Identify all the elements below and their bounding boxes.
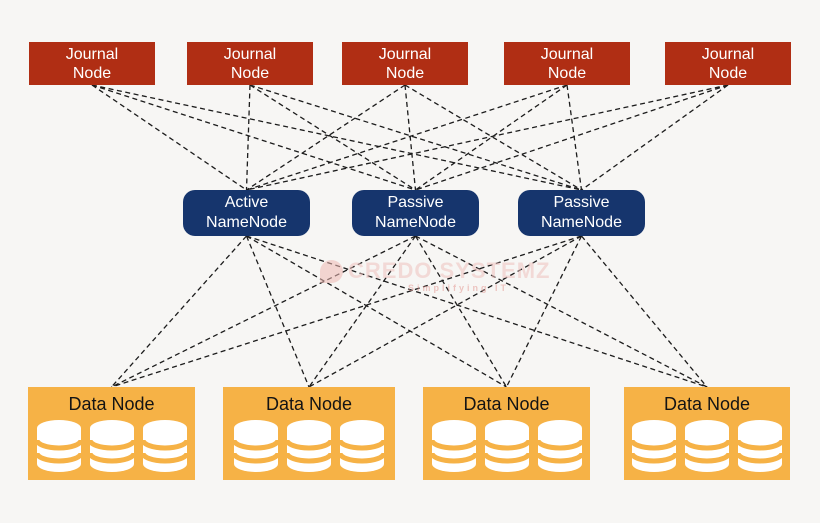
disk-row — [631, 419, 783, 473]
namenode-label: NameNode — [206, 213, 287, 233]
connector-line — [416, 85, 729, 190]
passive-namenode-1: Passive NameNode — [352, 190, 479, 236]
connector-line — [567, 85, 582, 190]
namenode-label: Passive — [387, 193, 443, 213]
connector-line — [582, 85, 729, 190]
database-icon — [339, 419, 385, 473]
data-node-4: Data Node — [624, 387, 790, 480]
database-icon — [431, 419, 477, 473]
journal-node-label: Journal — [224, 45, 276, 64]
connector-line — [250, 85, 416, 190]
connector-line — [309, 236, 416, 387]
database-icon — [537, 419, 583, 473]
connector-line — [309, 236, 582, 387]
journal-node-2: Journal Node — [187, 42, 313, 85]
connector-line — [405, 85, 582, 190]
database-icon — [737, 419, 783, 473]
data-node-1: Data Node — [28, 387, 195, 480]
journal-node-label: Journal — [379, 45, 431, 64]
data-node-label: Data Node — [463, 394, 549, 414]
connector-line — [247, 236, 310, 387]
database-icon — [484, 419, 530, 473]
active-namenode: Active NameNode — [183, 190, 310, 236]
database-icon — [631, 419, 677, 473]
data-node-label: Data Node — [68, 394, 154, 414]
connector-line — [92, 85, 582, 190]
connector-line — [92, 85, 247, 190]
data-node-2: Data Node — [223, 387, 395, 480]
namenode-label: Passive — [553, 193, 609, 213]
data-node-label: Data Node — [266, 394, 352, 414]
journal-node-label: Node — [231, 64, 269, 83]
journal-node-label: Node — [548, 64, 586, 83]
connector-line — [247, 236, 507, 387]
disk-row — [36, 419, 188, 473]
disk-row — [233, 419, 385, 473]
data-node-3: Data Node — [423, 387, 590, 480]
database-icon — [286, 419, 332, 473]
journal-node-label: Node — [73, 64, 111, 83]
connector-line — [112, 236, 247, 387]
connector-line — [247, 236, 708, 387]
journal-node-label: Journal — [702, 45, 754, 64]
journal-node-1: Journal Node — [29, 42, 155, 85]
data-node-label: Data Node — [664, 394, 750, 414]
connector-line — [112, 236, 416, 387]
connector-line — [582, 236, 708, 387]
connector-line — [416, 236, 708, 387]
journal-node-4: Journal Node — [504, 42, 630, 85]
namenode-label: NameNode — [375, 213, 456, 233]
namenode-label: Active — [225, 193, 269, 213]
disk-row — [431, 419, 583, 473]
connector-line — [250, 85, 582, 190]
connector-line — [507, 236, 582, 387]
connector-line — [247, 85, 406, 190]
database-icon — [142, 419, 188, 473]
journal-node-label: Node — [709, 64, 747, 83]
journal-node-label: Journal — [66, 45, 118, 64]
passive-namenode-2: Passive NameNode — [518, 190, 645, 236]
journal-node-label: Journal — [541, 45, 593, 64]
database-icon — [89, 419, 135, 473]
journal-node-5: Journal Node — [665, 42, 791, 85]
journal-node-3: Journal Node — [342, 42, 468, 85]
connector-line — [92, 85, 416, 190]
connector-line — [247, 85, 251, 190]
database-icon — [233, 419, 279, 473]
database-icon — [684, 419, 730, 473]
database-icon — [36, 419, 82, 473]
connector-line — [416, 85, 568, 190]
journal-node-label: Node — [386, 64, 424, 83]
connector-line — [416, 236, 507, 387]
namenode-label: NameNode — [541, 213, 622, 233]
connector-line — [247, 85, 568, 190]
connector-line — [112, 236, 582, 387]
